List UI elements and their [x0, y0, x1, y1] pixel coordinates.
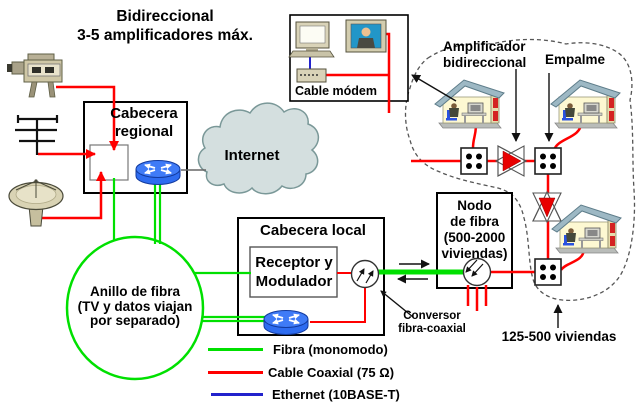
fiber-coax-converter-icon-2 — [462, 257, 492, 287]
cable-modem-icon — [296, 68, 327, 83]
splitter-icon-1 — [460, 147, 488, 175]
legend-coax-label: Cable Coaxial (75 Ω) — [268, 365, 395, 380]
annotation-arrows — [380, 69, 563, 328]
converter-pointer-arrow — [380, 290, 414, 318]
desktop-computer-icon — [288, 21, 335, 58]
splitter-icon-2 — [534, 147, 562, 175]
internet-cloud — [197, 102, 320, 195]
legend-ethernet-swatch — [211, 393, 263, 396]
webcam-monitor-icon — [345, 19, 387, 53]
splitter-icon-3 — [534, 258, 562, 286]
legend-fiber-swatch — [208, 348, 263, 351]
title-line1: Bidireccional — [116, 8, 214, 25]
page-title: Bidireccional 3-5 amplificadores máx. — [40, 7, 290, 45]
coax-camera-feed — [56, 85, 119, 151]
regional-headend-label: Cabecera regional — [110, 105, 178, 140]
splice-label: Empalme — [545, 52, 606, 67]
homes-count-label: 125-500 viviendas — [501, 329, 617, 344]
legend-ethernet-label: Ethernet (10BASE-T) — [272, 387, 400, 402]
satellite-dish-icon — [8, 179, 64, 227]
house-icon-1 — [434, 79, 505, 129]
broadcast-antenna-icon — [15, 115, 59, 155]
legend-fiber-label: Fibra (monomodo) — [273, 342, 388, 357]
fiber-ring-circle — [65, 235, 205, 381]
fiber-lines — [112, 178, 464, 323]
receiver-modulator-label: Receptor y Modulador — [255, 254, 333, 290]
headend-combiner-box — [89, 144, 129, 181]
area-to-modem-arrow — [411, 74, 457, 102]
house-icon-2 — [550, 79, 621, 129]
bidirectional-amplifier-icon-h — [494, 145, 528, 177]
house-icon-3 — [551, 204, 622, 254]
cable-modem-label: Cable módem — [295, 84, 377, 98]
amplifier-label: Amplificador bidireccional — [443, 39, 527, 70]
service-area-outline — [404, 38, 636, 302]
router-local-icon — [264, 311, 308, 335]
title-line2: 3-5 amplificadores máx. — [77, 27, 253, 44]
receiver-modulator-box — [249, 246, 338, 298]
coax-satellite-feed — [42, 171, 106, 220]
converter-label: Conversor fibra-coaxial — [398, 310, 466, 335]
router-regional-icon — [136, 161, 180, 185]
fiber-coax-converter-icon-1 — [350, 259, 380, 289]
local-headend-label: Cabecera local — [260, 222, 366, 239]
legend-coax-swatch — [208, 371, 263, 374]
fiber-ring-label: Anillo de fibra (TV y datos viajan por s… — [77, 284, 193, 328]
tv-camera-icon — [7, 53, 63, 98]
fiber-node-label: Nodo de fibra (500-2000 viviendas) — [441, 198, 508, 261]
internet-label: Internet — [224, 147, 280, 164]
bidirectional-amplifier-icon-v — [532, 190, 562, 224]
